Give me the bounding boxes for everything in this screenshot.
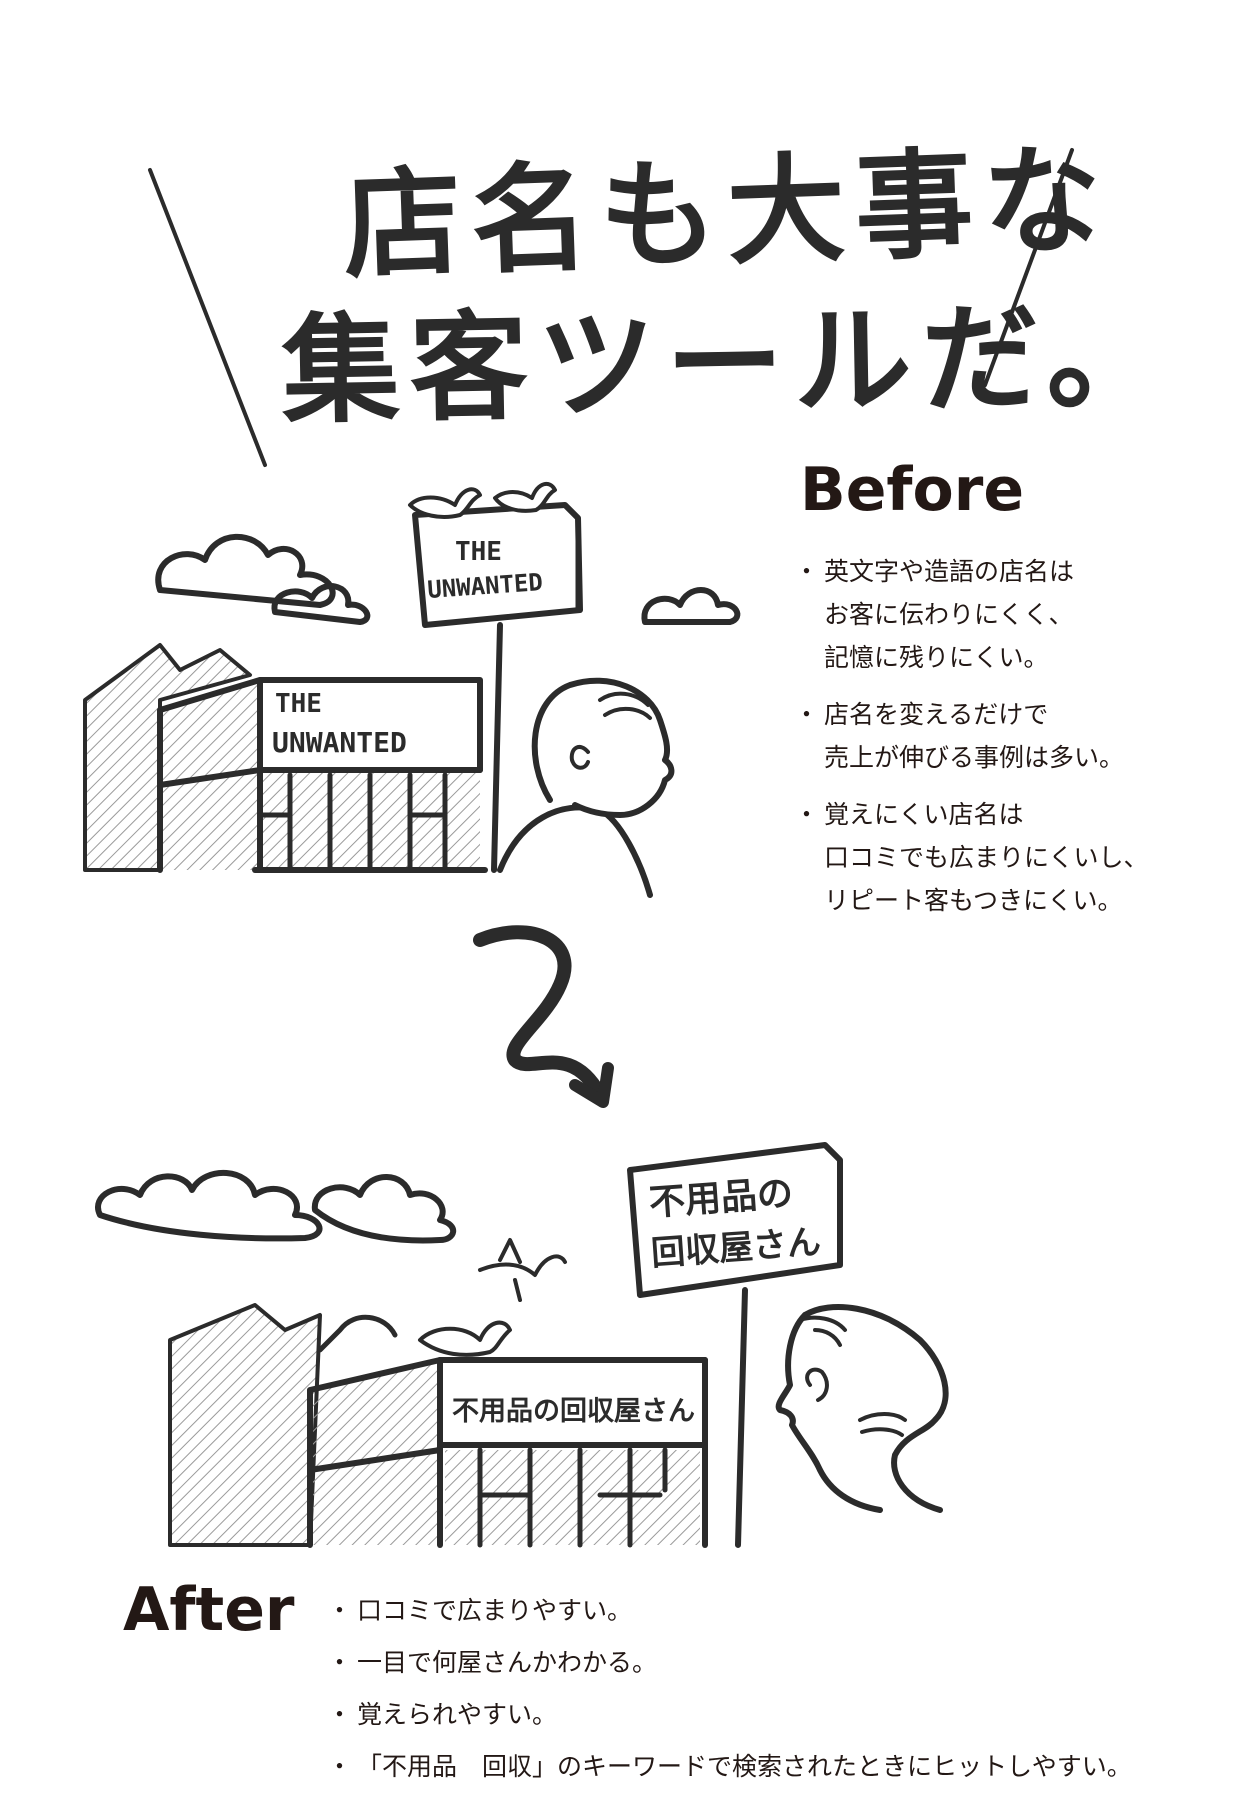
bullet-line: 英文字や造語の店名は: [824, 557, 1075, 586]
bullet-line: リピート客もつきにくい。: [824, 886, 1123, 915]
bullet-line: 一目で何屋さんかわかる。: [357, 1648, 658, 1677]
bullet-line: 覚えられやすい。: [357, 1700, 558, 1729]
bullet-line: お客に伝わりにくく、: [824, 600, 1074, 629]
cloud: [155, 533, 336, 608]
after-bullet-list: 口コミで広まりやすい。 一目で何屋さんかわかる。 覚えられやすい。 「不用品 回…: [327, 1585, 1132, 1793]
after-heading: After: [123, 1575, 295, 1645]
bullet-line: 覚えにくい店名は: [824, 800, 1024, 829]
cloud: [271, 583, 371, 625]
before-bullet: 店名を変えるだけで 売上が伸びる事例は多い。: [794, 693, 1149, 779]
bird: [478, 1238, 567, 1302]
bullet-line: 口コミでも広まりにくいし、: [824, 843, 1149, 872]
before-scene: [83, 481, 741, 898]
before-store-line1: THE: [275, 689, 322, 719]
title-line-2: 集客ツールだ。: [280, 286, 1176, 440]
bullet-line: 口コミで広まりやすい。: [357, 1596, 633, 1625]
bullet-line: 記憶に残りにくい。: [824, 643, 1049, 672]
before-store-line2: UNWANTED: [272, 726, 407, 759]
cloud: [311, 1174, 457, 1244]
after-bullet: 口コミで広まりやすい。: [327, 1585, 1132, 1637]
transition-arrow: [473, 925, 607, 1102]
before-bullet-list: 英文字や造語の店名は お客に伝わりにくく、 記憶に残りにくい。 店名を変えるだけ…: [794, 550, 1149, 936]
bullet-line: 売上が伸びる事例は多い。: [824, 743, 1125, 772]
before-heading: Before: [800, 455, 1025, 525]
bird: [418, 1320, 512, 1357]
before-sign-line1: THE: [455, 537, 502, 567]
person: [497, 804, 653, 898]
person: [802, 1304, 949, 1513]
bullet-line: 「不用品 回収」のキーワードで検索されたときにヒットしやすい。: [357, 1752, 1132, 1781]
after-scene: [95, 1142, 949, 1548]
after-bullet: 一目で何屋さんかわかる。: [327, 1637, 1132, 1689]
cloud: [641, 587, 741, 625]
cloud: [95, 1169, 323, 1242]
after-sign-line1: 不用品の: [648, 1173, 795, 1224]
bird: [408, 487, 482, 519]
bullet-line: 店名を変えるだけで: [824, 700, 1049, 729]
after-bullet: 「不用品 回収」のキーワードで検索されたときにヒットしやすい。: [327, 1741, 1132, 1793]
before-bullet: 覚えにくい店名は 口コミでも広まりにくいし、 リピート客もつきにくい。: [794, 793, 1149, 922]
after-bullet: 覚えられやすい。: [327, 1689, 1132, 1741]
before-bullet: 英文字や造語の店名は お客に伝わりにくく、 記憶に残りにくい。: [794, 550, 1149, 679]
bird: [493, 481, 557, 513]
after-store-name: 不用品の回収屋さん: [452, 1396, 695, 1427]
title-accent-marks: [148, 148, 1074, 467]
